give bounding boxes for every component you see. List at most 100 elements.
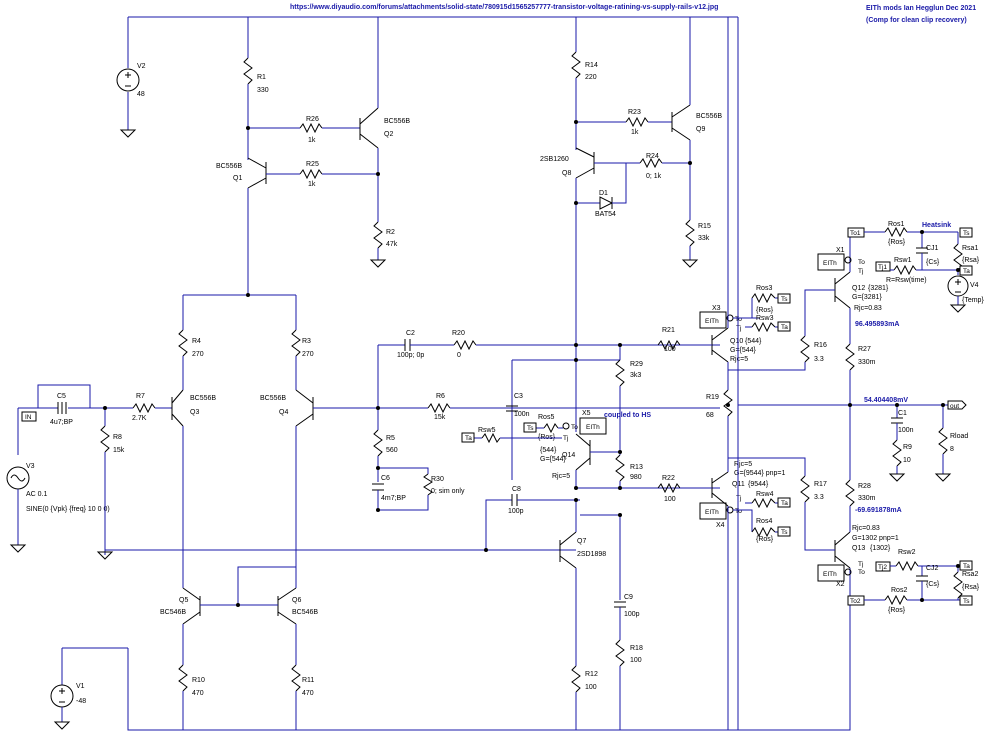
c6-label: C6 bbox=[381, 475, 390, 482]
q10-label: Q10 bbox=[730, 338, 743, 345]
x1-ts-flag: Ts bbox=[963, 230, 970, 237]
x3-to-pin: To bbox=[735, 316, 742, 323]
v2-label: V2 bbox=[137, 63, 146, 70]
rsw2-label: Rsw2 bbox=[898, 549, 916, 556]
rsa2-value: {Rsa} bbox=[962, 584, 980, 591]
rail-negative bbox=[61, 600, 851, 731]
x3-eith: EITh bbox=[705, 318, 719, 325]
r6-value: 15k bbox=[434, 414, 446, 421]
v3-sine: SINE(0 {Vpk} {freq} 10 0 0) bbox=[26, 506, 110, 513]
source-v1[interactable]: V1 -48 bbox=[50, 683, 86, 730]
v4-label: V4 bbox=[970, 282, 979, 289]
r18-value: 100 bbox=[630, 657, 642, 664]
r19-label: R19 bbox=[706, 394, 719, 401]
ros2-label: Ros2 bbox=[891, 587, 907, 594]
q2-model: BC556B bbox=[384, 118, 410, 125]
q8-model: 2SB1260 bbox=[540, 156, 569, 163]
r24-label: R24 bbox=[646, 153, 659, 160]
rload-value: 8 bbox=[950, 446, 954, 453]
current-bottom: -69.691878mA bbox=[855, 507, 902, 514]
c3-label: C3 bbox=[514, 393, 523, 400]
r4-value: 270 bbox=[192, 351, 204, 358]
q13-label: Q13 bbox=[852, 545, 865, 552]
q5-model: BC546B bbox=[160, 609, 186, 616]
x2-label: X2 bbox=[836, 581, 845, 588]
r5-label: R5 bbox=[386, 435, 395, 442]
r19-value: 68 bbox=[706, 412, 714, 419]
input-stage: IN V3 AC 0.1 SINE(0 {Vpk} {freq} 10 0 0)… bbox=[6, 384, 576, 560]
c9-value: 100p bbox=[624, 611, 640, 618]
x2-ta-flag: Ta bbox=[963, 563, 970, 570]
current-mirror-q5-q6: Q5 BC546B Q6 BC546B R10 470 R11 470 bbox=[160, 566, 318, 730]
rsw1-label: Rsw1 bbox=[894, 257, 912, 264]
x5-tj-pin: Tj bbox=[563, 435, 568, 442]
x1-label: X1 bbox=[836, 247, 845, 254]
r29-value: 3k3 bbox=[630, 372, 641, 379]
r12-label: R12 bbox=[585, 671, 598, 678]
r9-value: 10 bbox=[903, 457, 911, 464]
feedback-network: R6 15k C2 100p; 0p R20 0 R5 560 C6 4m7;B… bbox=[372, 330, 720, 511]
q6-model: BC546B bbox=[292, 609, 318, 616]
q1-model: BC556B bbox=[216, 163, 242, 170]
x5-params: {544} bbox=[540, 447, 557, 454]
q12-label: Q12 bbox=[852, 285, 865, 292]
title-line2: (Comp for clean clip recovery) bbox=[866, 17, 967, 24]
r18-label: R18 bbox=[630, 645, 643, 652]
r3-label: R3 bbox=[302, 338, 311, 345]
driver-stage: R21 100 R22 100 EITh To Tj X3 Q10 {544} … bbox=[620, 17, 827, 730]
q12-params: {3281} bbox=[868, 285, 889, 292]
ros3-value: {Ros} bbox=[756, 307, 774, 314]
ros2-value: {Ros} bbox=[888, 607, 906, 614]
r20-label: R20 bbox=[452, 330, 465, 337]
x5-label: X5 bbox=[582, 410, 591, 417]
q4-model: BC556B bbox=[260, 395, 286, 402]
d1-model: BAT54 bbox=[595, 211, 616, 218]
q5-label: Q5 bbox=[179, 597, 188, 604]
x4-eith: EITh bbox=[705, 509, 719, 516]
r14-value: 220 bbox=[585, 74, 597, 81]
x4-label: X4 bbox=[716, 522, 725, 529]
q11-g: G={9544} pnp=1 bbox=[734, 470, 785, 477]
tj1-flag: Tj1 bbox=[878, 264, 887, 271]
r17-label: R17 bbox=[814, 481, 827, 488]
r15-value: 33k bbox=[698, 235, 710, 242]
rsa1-label: Rsa1 bbox=[962, 245, 978, 252]
r20-value: 0 bbox=[457, 352, 461, 359]
coupled-text: coupled to HS bbox=[604, 412, 651, 419]
r2-value: 47k bbox=[386, 241, 398, 248]
r25-label: R25 bbox=[306, 161, 319, 168]
q1-label: Q1 bbox=[233, 175, 242, 182]
r28-value: 330m bbox=[858, 495, 876, 502]
v1-value: -48 bbox=[76, 698, 86, 705]
c2-label: C2 bbox=[406, 330, 415, 337]
q12-rjc: Rjc=0.83 bbox=[854, 305, 882, 312]
to1-flag: To1 bbox=[850, 230, 861, 237]
rsw4-label: Rsw4 bbox=[756, 491, 774, 498]
v3-label: V3 bbox=[26, 463, 35, 470]
r11-value: 470 bbox=[302, 690, 314, 697]
to2-flag: To2 bbox=[850, 598, 861, 605]
x3-label: X3 bbox=[712, 305, 721, 312]
c2-value: 100p; 0p bbox=[397, 352, 424, 359]
r30-value: 0; sim only bbox=[431, 488, 465, 495]
q10-params: {544} bbox=[745, 338, 762, 345]
ros3-label: Ros3 bbox=[756, 285, 772, 292]
v1-label: V1 bbox=[76, 683, 85, 690]
c1-label: C1 bbox=[898, 410, 907, 417]
r23-label: R23 bbox=[628, 109, 641, 116]
source-v2[interactable]: V2 48 bbox=[116, 17, 146, 138]
r28-label: R28 bbox=[858, 483, 871, 490]
r5-value: 560 bbox=[386, 447, 398, 454]
q13-rjc: Rjc=0.83 bbox=[852, 525, 880, 532]
q9-label: Q9 bbox=[696, 126, 705, 133]
cj2-value: {Cs} bbox=[926, 581, 940, 588]
x1-ta-flag: Ta bbox=[963, 268, 970, 275]
x4-ts-flag: Ts bbox=[781, 529, 788, 536]
r27-value: 330m bbox=[858, 359, 876, 366]
x2-tj-pin: Tj bbox=[858, 561, 863, 568]
r2-label: R2 bbox=[386, 229, 395, 236]
r12-value: 100 bbox=[585, 684, 597, 691]
r22-label: R22 bbox=[662, 475, 675, 482]
c1-value: 100n bbox=[898, 427, 914, 434]
